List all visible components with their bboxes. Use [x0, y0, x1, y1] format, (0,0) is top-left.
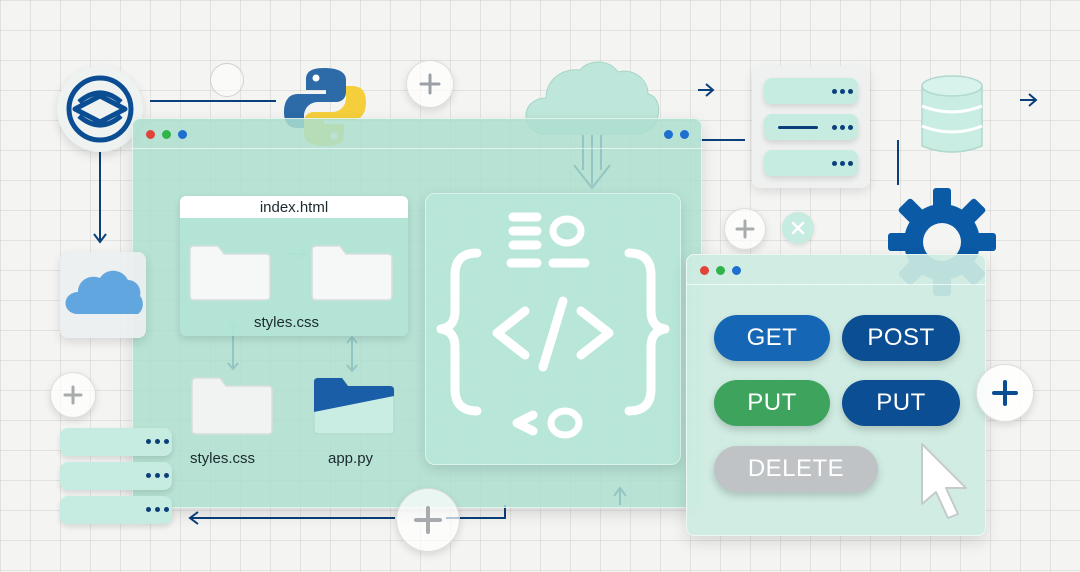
window-close-dot[interactable] — [700, 266, 709, 275]
plus-icon — [419, 73, 441, 95]
server-icon — [764, 78, 858, 104]
add-button-middle[interactable] — [724, 208, 766, 250]
add-button-right[interactable] — [976, 364, 1034, 422]
folder-blue-icon[interactable] — [312, 376, 396, 441]
window-close-dot[interactable] — [146, 130, 155, 139]
put-method-button[interactable]: PUT — [842, 380, 960, 426]
code-brackets-icon — [436, 212, 670, 439]
server-icon — [764, 150, 858, 176]
plus-icon — [63, 385, 83, 405]
file-panel-title: index.html — [259, 198, 329, 216]
code-panel — [425, 193, 681, 465]
put-method-button[interactable]: PUT — [714, 380, 830, 426]
close-circle-icon[interactable] — [782, 212, 814, 244]
plus-icon — [735, 219, 755, 239]
folder-icon[interactable] — [190, 376, 274, 441]
delete-method-button[interactable]: DELETE — [714, 446, 878, 492]
window-minimize-dot[interactable] — [716, 266, 725, 275]
folder-icon[interactable] — [310, 244, 394, 307]
layers-logo-icon — [57, 66, 143, 152]
cloud-icon — [522, 58, 662, 138]
cloud-icon — [65, 270, 143, 314]
window-dot-right-2 — [680, 130, 689, 139]
plus-icon — [992, 380, 1018, 406]
folder-label: app.py — [328, 450, 374, 467]
window-maximize-dot[interactable] — [178, 130, 187, 139]
folder-icon[interactable] — [188, 244, 272, 307]
cloud-card — [60, 252, 146, 338]
server-card — [752, 66, 870, 188]
decor-circle — [210, 63, 244, 97]
file-panel-title-bar: index.html — [180, 196, 408, 218]
folder-label: styles.css — [190, 450, 256, 467]
add-button-bottom[interactable] — [396, 488, 460, 552]
server-icon — [60, 462, 172, 490]
window-minimize-dot[interactable] — [162, 130, 171, 139]
add-button-left[interactable] — [50, 372, 96, 418]
database-icon — [920, 74, 984, 158]
add-button-top[interactable] — [406, 60, 454, 108]
server-icon — [764, 114, 858, 140]
server-icon — [60, 496, 172, 524]
plus-icon — [414, 506, 442, 534]
post-method-button[interactable]: POST — [842, 315, 960, 361]
cursor-icon — [916, 440, 986, 526]
folder-label: styles.css — [254, 314, 320, 331]
window-maximize-dot[interactable] — [732, 266, 741, 275]
server-icon — [60, 428, 172, 456]
window-dot-right-1 — [664, 130, 673, 139]
get-method-button[interactable]: GET — [714, 315, 830, 361]
